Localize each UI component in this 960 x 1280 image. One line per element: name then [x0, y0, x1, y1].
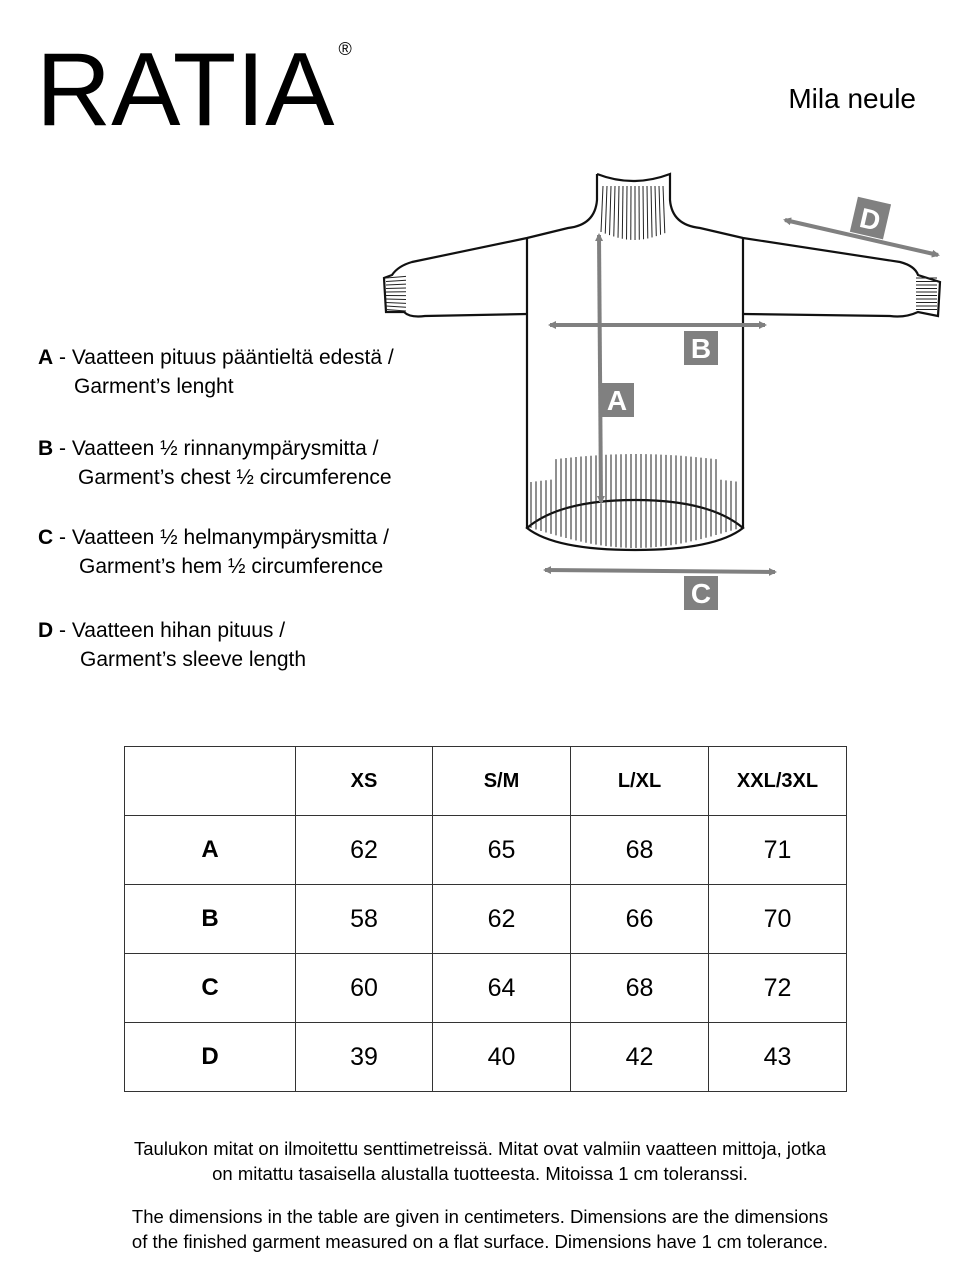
legend-item-d: D - Vaatteen hihan pituus / Garment’s sl…	[38, 619, 307, 671]
svg-text:B: B	[691, 333, 711, 364]
cuff-rib-left	[385, 275, 407, 279]
measure-arrows	[543, 217, 940, 576]
registered-mark: ®	[338, 39, 352, 59]
cuff-rib-left	[385, 309, 407, 312]
table-header-row: XS S/M L/XL XXL/3XL	[124, 746, 847, 816]
collar-rib	[650, 185, 653, 238]
collar-rib	[613, 185, 616, 237]
collar-rib	[604, 185, 608, 234]
collar-rib	[600, 185, 604, 233]
cuff-rib-left	[385, 298, 407, 300]
arrow-c	[543, 566, 777, 576]
arrow-a	[595, 233, 605, 504]
product-name: Mila neule	[788, 83, 916, 114]
collar-rib	[642, 185, 645, 240]
label-c: C	[684, 576, 718, 610]
svg-text:C: C	[691, 578, 711, 609]
sweater-outline	[382, 172, 942, 552]
cuff-rib-left	[385, 305, 407, 308]
collar-rib	[662, 185, 666, 234]
legend-item-c: C - Vaatteen ½ helmanympärysmitta / Garm…	[38, 526, 389, 578]
cuff-rib-left	[385, 279, 407, 282]
sweater-diagram: B A C D	[382, 172, 942, 610]
cuff-rib-left	[385, 283, 407, 286]
collar-rib	[621, 185, 624, 239]
svg-text:A: A	[607, 385, 627, 416]
note-finnish: Taulukon mitat on ilmoitettu senttimetre…	[134, 1138, 826, 1184]
legend-item-a: A - Vaatteen pituus pääntieltä edestä / …	[38, 346, 394, 398]
note-english: The dimensions in the table are given in…	[131, 1206, 829, 1252]
cuff-rib-left	[385, 287, 407, 289]
legend-item-b: B - Vaatteen ½ rinnanympärysmitta / Garm…	[38, 437, 392, 489]
label-a: A	[600, 383, 634, 417]
label-b: B	[684, 331, 718, 365]
brand-logo: RATIA	[36, 32, 335, 148]
cuff-rib-left	[385, 302, 407, 304]
arrow-d	[783, 217, 940, 258]
label-d: D	[849, 196, 892, 240]
brand: RATIA®	[36, 38, 352, 142]
collar-rib	[658, 185, 662, 235]
collar-rib	[609, 185, 612, 236]
collar-rib	[654, 185, 657, 237]
collar-rib	[617, 185, 620, 238]
collar-rib	[646, 185, 649, 239]
